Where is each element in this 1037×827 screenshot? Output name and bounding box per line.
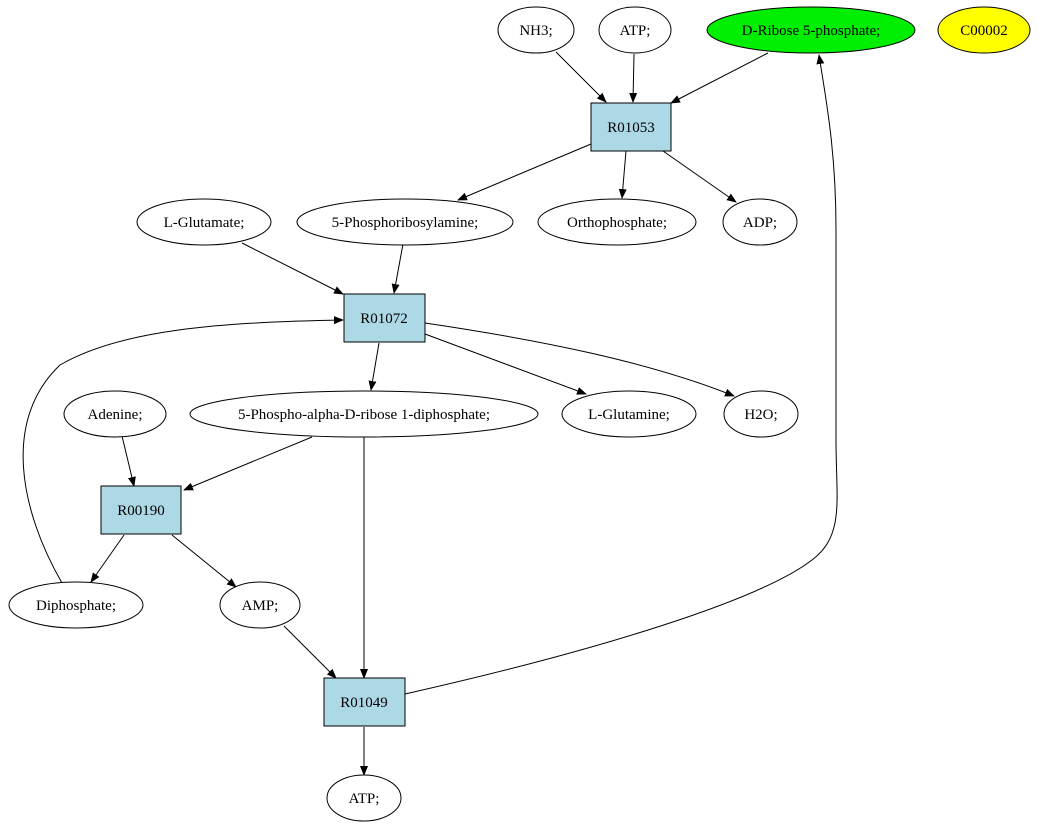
compound-node-glutamine[interactable]: L-Glutamine; <box>561 390 697 438</box>
compound-node-atp-bottom[interactable]: ATP; <box>326 774 402 822</box>
edge-diphosphate-r01072 <box>22 316 344 584</box>
edge-r01072-prpp <box>368 342 380 391</box>
compound-node-orthophosphate[interactable]: Orthophosphate; <box>537 198 697 246</box>
edge-r01053-phosphoribosylamine <box>457 143 592 201</box>
compound-node-adp[interactable]: ADP; <box>722 198 798 246</box>
edge-r01072-glutamine <box>424 333 587 395</box>
edge-r01053-orthophosphate <box>618 150 627 199</box>
reaction-node-r01053[interactable]: R01053 <box>590 102 672 152</box>
compound-node-c00002[interactable]: C00002 <box>937 6 1031 54</box>
nodes: NH3; ATP; D-Ribose 5-phosphate; C00002 R… <box>8 6 1031 822</box>
node-label: L-Glutamine; <box>588 407 670 423</box>
compound-node-ribose5p[interactable]: D-Ribose 5-phosphate; <box>706 6 916 54</box>
edge-r01049-ribose5p <box>404 54 838 695</box>
edge-r01072-h2o <box>424 322 735 397</box>
edge-r00190-amp <box>171 534 237 588</box>
compound-node-amp[interactable]: AMP; <box>219 581 301 629</box>
reaction-node-r01072[interactable]: R01072 <box>343 293 426 343</box>
compound-node-prpp[interactable]: 5-Phospho-alpha-D-ribose 1-diphosphate; <box>189 390 539 438</box>
compound-node-glutamate[interactable]: L-Glutamate; <box>136 198 272 246</box>
node-label: R00190 <box>117 503 165 519</box>
edges <box>22 51 838 776</box>
node-label: ATP; <box>620 23 651 39</box>
edge-ribose5p-r01053 <box>670 52 769 104</box>
edge-r01053-adp <box>662 150 737 203</box>
compound-node-phosphoribosylamine[interactable]: 5-Phosphoribosylamine; <box>296 198 514 246</box>
node-label: Orthophosphate; <box>567 215 667 231</box>
compound-node-nh3[interactable]: NH3; <box>497 6 575 54</box>
node-label: R01049 <box>340 695 388 711</box>
compound-node-h2o[interactable]: H2O; <box>723 390 799 438</box>
edge-atp-r01053 <box>629 53 638 103</box>
node-label: 5-Phosphoribosylamine; <box>332 215 479 231</box>
edge-glutamate-r01072 <box>241 242 344 295</box>
compound-node-adenine[interactable]: Adenine; <box>63 390 167 438</box>
node-label: R01072 <box>360 311 408 327</box>
node-label: AMP; <box>242 598 279 614</box>
node-label: ADP; <box>743 215 777 231</box>
node-label: Diphosphate; <box>36 598 116 614</box>
node-label: R01053 <box>607 120 655 136</box>
node-label: C00002 <box>960 23 1008 39</box>
edge-amp-r01049 <box>283 625 337 679</box>
edge-adenine-r00190 <box>121 435 136 487</box>
reaction-node-r01049[interactable]: R01049 <box>323 677 406 727</box>
edge-r00190-diphosphate <box>90 534 125 583</box>
node-label: NH3; <box>519 23 552 39</box>
node-label: ATP; <box>349 791 380 807</box>
node-label: L-Glutamate; <box>164 215 245 231</box>
node-label: 5-Phospho-alpha-D-ribose 1-diphosphate; <box>238 407 490 423</box>
edge-prpp-r00190 <box>183 436 313 491</box>
edge-nh3-r01053 <box>555 51 607 103</box>
node-label: Adenine; <box>88 407 143 423</box>
node-label: D-Ribose 5-phosphate; <box>742 23 881 39</box>
reaction-node-r00190[interactable]: R00190 <box>100 485 182 535</box>
compound-node-diphosphate[interactable]: Diphosphate; <box>8 581 144 629</box>
edge-phosphoribosylamine-r01072 <box>391 243 404 294</box>
node-label: H2O; <box>744 407 777 423</box>
compound-node-atp-top[interactable]: ATP; <box>598 6 672 54</box>
